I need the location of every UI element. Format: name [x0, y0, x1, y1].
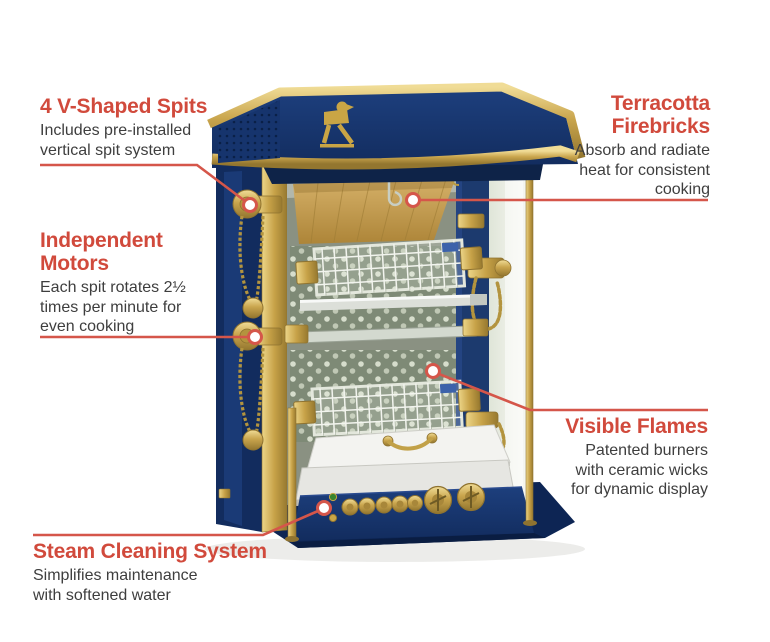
- burner-knobs: [341, 495, 423, 516]
- hood: [207, 82, 586, 184]
- marker-steam-cleaning: [316, 500, 332, 516]
- vent-perforations: [218, 100, 280, 163]
- control-dials: [423, 482, 486, 515]
- callout-markers: [242, 192, 441, 516]
- marker-terracotta-firebricks: [405, 192, 421, 208]
- callout-lines: [33, 163, 708, 537]
- indicator-light-amber: [328, 513, 338, 523]
- leader-v-shaped-spits: [40, 163, 246, 203]
- hanging-hook: [387, 166, 403, 207]
- firebricks: [293, 178, 455, 244]
- right-chain-drive: [457, 213, 512, 460]
- leader-visible-flames: [438, 372, 708, 412]
- control-panel: [292, 482, 534, 541]
- marker-visible-flames: [425, 363, 441, 379]
- glass-tube: [300, 294, 487, 311]
- flat-spit-bar: [284, 318, 489, 344]
- glass-side-panel: [489, 166, 531, 505]
- tray-handle: [386, 436, 434, 451]
- indicator-light-green: [328, 492, 338, 502]
- brand-emblem: [320, 101, 354, 148]
- marker-independent-motors: [247, 329, 263, 345]
- marker-v-shaped-spits: [242, 197, 258, 213]
- leader-steam-cleaning: [33, 509, 319, 537]
